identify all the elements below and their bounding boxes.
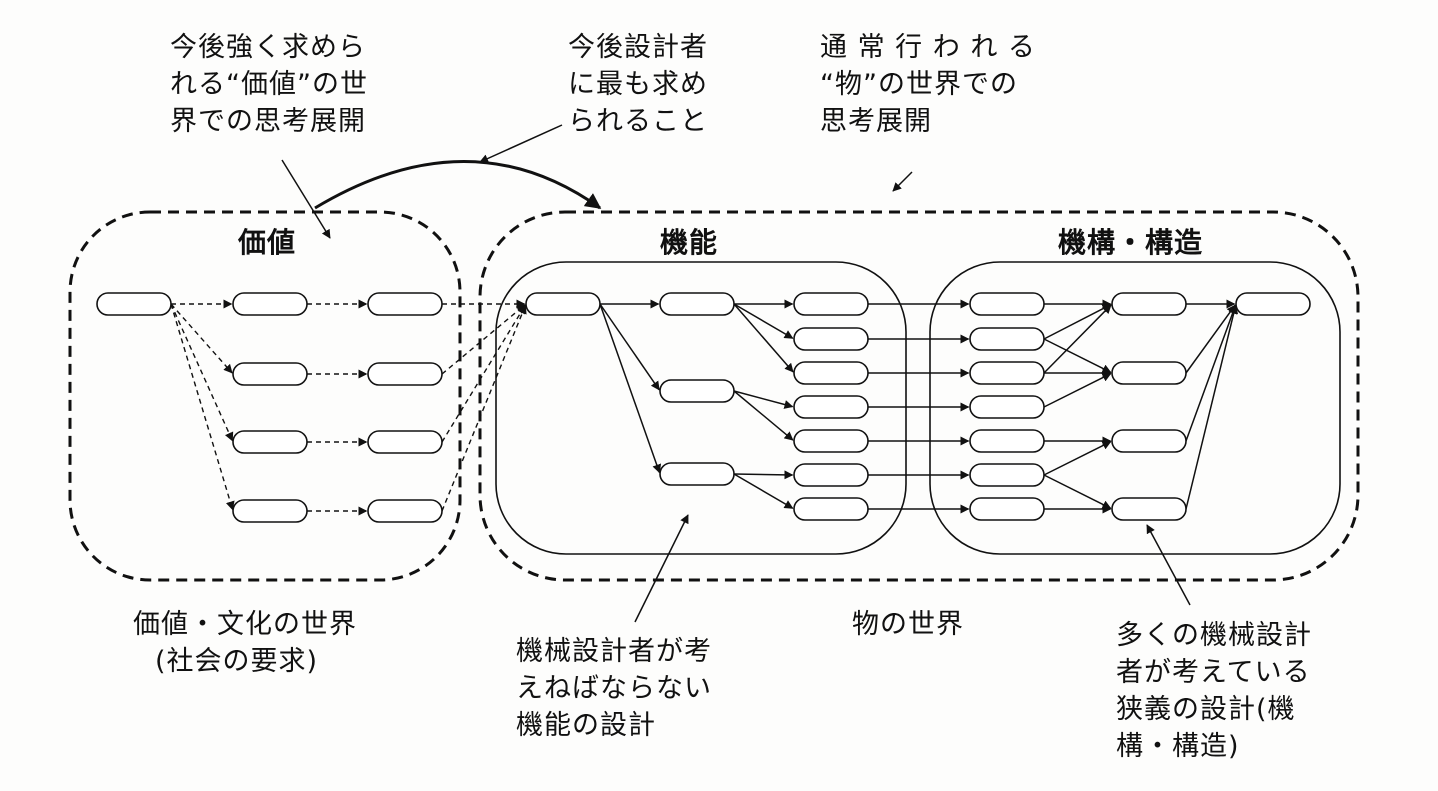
flow-node xyxy=(793,497,869,521)
flow-node xyxy=(525,292,601,316)
flow-arrow xyxy=(1043,304,1112,374)
flow-node xyxy=(969,361,1045,385)
flow-node xyxy=(367,499,443,523)
annotation-line: 思考展開 xyxy=(820,106,932,137)
annotation-line: 界での思考展開 xyxy=(170,106,366,137)
flow-arrow xyxy=(1043,372,1112,408)
pointer-narrow-design xyxy=(1146,524,1191,606)
flow-arrow xyxy=(170,303,233,374)
flow-arrow xyxy=(733,470,794,480)
flow-arrow xyxy=(733,473,794,509)
flow-node xyxy=(232,362,308,386)
flow-node xyxy=(969,497,1045,521)
flow-node xyxy=(793,292,869,316)
flow-node xyxy=(793,463,869,487)
flow-arrow xyxy=(599,303,662,474)
annotation-line: 者が考えている xyxy=(1116,657,1311,688)
flow-arrow xyxy=(441,304,527,512)
pointer-function-design xyxy=(634,514,689,623)
flow-node xyxy=(793,429,869,453)
flow-node xyxy=(969,463,1045,487)
value-group-label: 価値 xyxy=(238,226,297,259)
annotation-line: 機械設計者が考 xyxy=(516,636,712,667)
flow-node xyxy=(1111,292,1187,316)
value-to-thing-curved-arrow xyxy=(314,160,602,210)
flow-arrow xyxy=(733,390,794,409)
flow-arrow xyxy=(1043,304,1112,340)
flow-node xyxy=(969,292,1045,316)
annotation-line: 今後設計者 xyxy=(568,32,708,63)
flow-arrow xyxy=(441,304,526,375)
thing-world-caption: 物の世界 xyxy=(852,609,964,640)
flow-node xyxy=(1111,497,1187,521)
annotation-line: 機能の設計 xyxy=(516,710,656,741)
flow-arrow xyxy=(1185,304,1237,442)
function-group-boundary xyxy=(495,261,907,555)
flow-arrow xyxy=(1043,474,1112,510)
annotation-line: に最も求め xyxy=(568,69,708,100)
caption-line: (社会の要求) xyxy=(155,646,319,677)
flow-node xyxy=(1111,361,1187,385)
flow-node xyxy=(659,462,735,486)
flow-node xyxy=(232,499,308,523)
annotation-line: えねばならない xyxy=(516,673,712,704)
annotation-line: 多くの機械設計 xyxy=(1116,620,1312,651)
flow-node xyxy=(659,379,735,403)
flow-node xyxy=(367,430,443,454)
flow-arrow xyxy=(733,303,794,373)
flow-arrow xyxy=(1043,440,1112,476)
flow-node xyxy=(96,292,172,316)
thing-world-boundary xyxy=(478,210,1360,582)
flow-node xyxy=(793,327,869,351)
flow-node xyxy=(969,327,1045,351)
flow-node xyxy=(969,395,1045,419)
flow-arrow xyxy=(733,390,794,441)
flow-node xyxy=(969,429,1045,453)
flow-arrow xyxy=(599,303,660,391)
edge-layer xyxy=(170,299,1239,516)
flow-node xyxy=(232,292,308,316)
flow-arrow xyxy=(1043,338,1112,374)
pointer-value-thinking xyxy=(281,159,331,239)
annotation-line: 構・構造) xyxy=(1116,731,1240,762)
flow-arrow xyxy=(170,303,234,442)
flow-arrow xyxy=(170,303,235,511)
mechanism-group-label: 機構・構造 xyxy=(1058,226,1204,259)
flow-node xyxy=(367,362,443,386)
annotation-line: “物”の世界での xyxy=(820,69,1018,100)
flow-node xyxy=(793,395,869,419)
flow-arrow xyxy=(1185,304,1236,374)
function-group-label: 機能 xyxy=(660,226,719,259)
flow-arrow xyxy=(441,304,526,443)
flow-node xyxy=(232,430,308,454)
flow-arrow xyxy=(1185,304,1239,510)
annotation-line: 狭義の設計(機 xyxy=(1116,694,1296,725)
flow-node xyxy=(793,361,869,385)
node-layer xyxy=(96,292,1311,523)
flow-node xyxy=(367,292,443,316)
flow-node xyxy=(1235,292,1311,316)
flow-node xyxy=(659,292,735,316)
pointer-designer-needs xyxy=(479,124,563,163)
caption-line: 価値・文化の世界 xyxy=(133,609,357,640)
annotation-line: られること xyxy=(568,106,708,137)
value-world-boundary xyxy=(68,210,462,582)
pointer-thing-thinking xyxy=(892,171,913,192)
mechanism-group-boundary xyxy=(929,261,1341,555)
annotation-line: 通 常 行 わ れ る xyxy=(820,32,1036,63)
annotation-line: れる“価値”の世 xyxy=(170,69,368,100)
flow-node xyxy=(1111,429,1187,453)
flow-arrow xyxy=(733,303,794,339)
annotation-line: 今後強く求めら xyxy=(170,32,366,63)
